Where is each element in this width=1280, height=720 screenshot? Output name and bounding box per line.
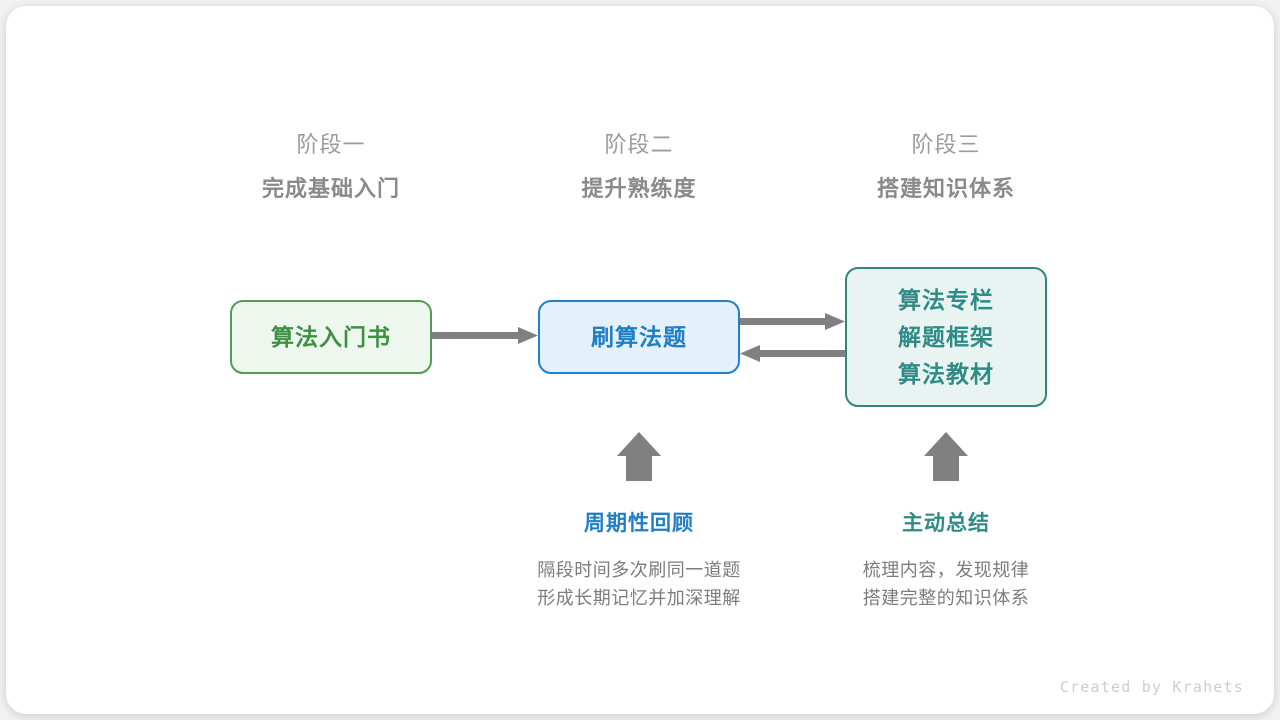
stage-title-2: 提升熟练度 <box>581 176 697 201</box>
node-algorithm-intro-book[interactable]: 算法入门书 <box>230 300 432 374</box>
stage-label-3: 阶段三 <box>911 132 981 157</box>
watermark-credit: Created by Krahets <box>1059 678 1244 696</box>
node-learning-resources[interactable]: 算法专栏 解题框架 算法教材 <box>845 267 1047 407</box>
note-description-line: 梳理内容，发现规律 <box>862 560 1030 580</box>
note-description: 隔段时间多次刷同一道题 形成长期记忆并加深理解 <box>489 556 789 612</box>
note-description-line: 隔段时间多次刷同一道题 <box>537 560 741 580</box>
node-line: 算法入门书 <box>271 323 391 350</box>
node-practice-problems[interactable]: 刷算法题 <box>538 300 740 374</box>
stage-title-1: 完成基础入门 <box>261 176 400 201</box>
node-line: 解题框架 <box>898 323 994 350</box>
node-line: 算法专栏 <box>898 286 994 313</box>
note-title: 周期性回顾 <box>584 512 694 535</box>
stage-header-3: 阶段三 搭建知识体系 <box>816 130 1076 206</box>
stage-header-1: 阶段一 完成基础入门 <box>201 130 461 206</box>
note-description-line: 搭建完整的知识体系 <box>862 588 1030 608</box>
note-description-line: 形成长期记忆并加深理解 <box>537 588 741 608</box>
stage-label-2: 阶段二 <box>604 132 674 157</box>
node-line: 算法教材 <box>898 360 994 387</box>
note-description: 梳理内容，发现规律 搭建完整的知识体系 <box>796 556 1096 612</box>
note-active-summary: 主动总结 梳理内容，发现规律 搭建完整的知识体系 <box>796 509 1096 612</box>
node-line: 刷算法题 <box>591 323 687 350</box>
note-periodic-review: 周期性回顾 隔段时间多次刷同一道题 形成长期记忆并加深理解 <box>489 509 789 612</box>
stage-header-2: 阶段二 提升熟练度 <box>509 130 769 206</box>
stage-label-1: 阶段一 <box>296 132 366 157</box>
note-title: 主动总结 <box>902 512 990 535</box>
stage-title-3: 搭建知识体系 <box>876 176 1015 201</box>
